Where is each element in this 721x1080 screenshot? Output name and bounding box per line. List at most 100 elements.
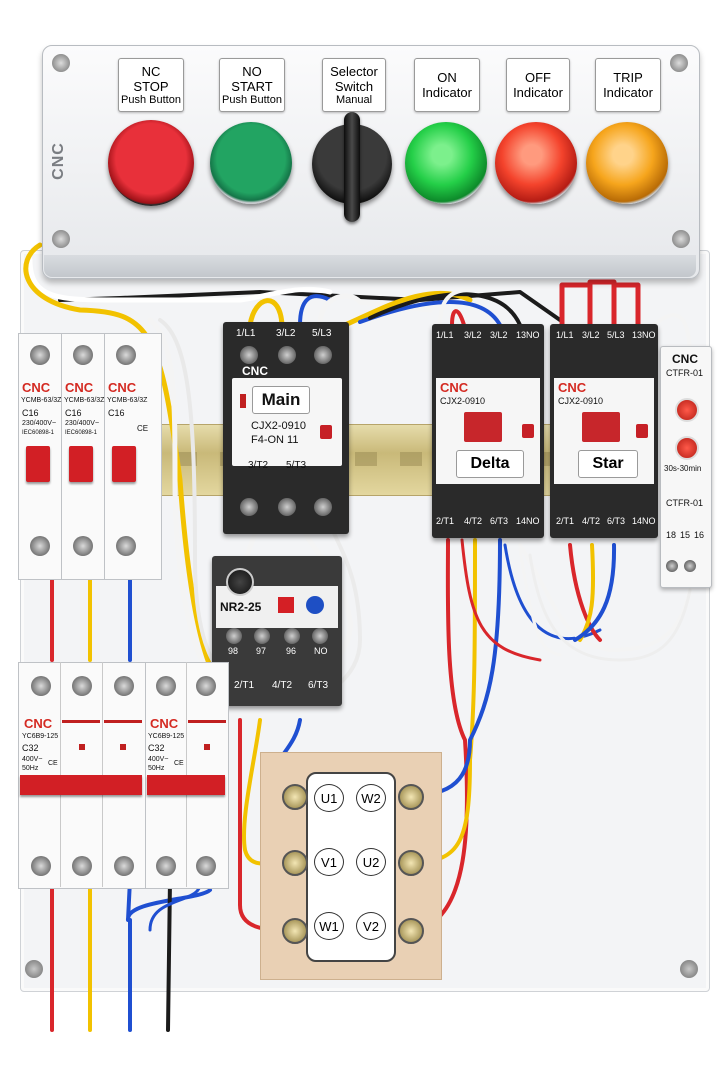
wire-blue	[126, 878, 212, 922]
timer-model-bottom: CTFR-01	[666, 498, 704, 508]
wire-red	[611, 282, 641, 328]
label-stop-push-button: NC STOP Push Button	[118, 58, 184, 112]
mcb-spec: 230/400V~	[22, 420, 57, 427]
timer-brand: CNC	[672, 352, 698, 366]
terminal-screw	[254, 628, 270, 644]
main-contactor-indicator	[240, 394, 246, 408]
mcb-toggle[interactable]	[69, 446, 93, 482]
terminal-screw	[156, 676, 176, 696]
terminal-label: 97	[256, 646, 267, 656]
terminal-label: 3/L2	[464, 330, 482, 340]
wire-yellow	[247, 298, 285, 328]
mcb-bottom-divider	[186, 662, 187, 887]
mcb-red-band	[188, 720, 226, 723]
mcb-toggle[interactable]	[112, 446, 136, 482]
start-push-button[interactable]	[210, 122, 292, 204]
wire-white	[317, 293, 433, 328]
mcb-toggle[interactable]	[26, 446, 50, 482]
terminal-label: 6/T3	[607, 516, 626, 526]
star-contactor-aux-button[interactable]	[636, 424, 648, 438]
mcb-brand: CNC	[65, 380, 94, 395]
main-contactor-name-plate: Main	[252, 386, 310, 414]
label-line: Indicator	[422, 85, 472, 100]
terminal-label: 2/T1	[436, 516, 455, 526]
mcb-ce-mark: CE	[174, 760, 184, 767]
motor-terminal-label: U2	[356, 848, 386, 876]
mcb-model: YC6B9-125	[22, 733, 59, 740]
mcb-toggle[interactable]	[20, 775, 142, 795]
label-line: Push Button	[121, 93, 181, 106]
terminal-screw	[72, 676, 92, 696]
mcb-std: IEC60898-1	[22, 430, 55, 436]
terminal-stud-v1	[282, 850, 308, 876]
terminal-label: 98	[228, 646, 239, 656]
off-indicator	[495, 122, 577, 204]
wire-blue	[503, 543, 602, 641]
motor-terminal-label: V1	[314, 848, 344, 876]
timer-model: CTFR-01	[666, 368, 704, 378]
terminal-screw	[114, 676, 134, 696]
terminal-label: 96	[286, 646, 297, 656]
terminal-label: 2/T1	[234, 680, 255, 691]
mcb-indicator	[204, 744, 210, 750]
overload-test-button[interactable]	[306, 596, 324, 614]
terminal-label: 5/L3	[312, 328, 332, 339]
terminal-label: 14NO	[632, 516, 656, 526]
terminal-screw	[226, 628, 242, 644]
mcb-rating: C32	[22, 743, 39, 753]
overload-reset-button[interactable]	[278, 597, 294, 613]
label-line: STOP	[133, 78, 169, 94]
timer-terminal-label: 18	[666, 530, 677, 540]
mcb-toggle[interactable]	[147, 775, 225, 795]
mcb-bottom-divider	[60, 662, 61, 887]
motor-terminal-label: W1	[314, 912, 344, 940]
delta-contactor-window	[464, 412, 502, 442]
terminal-screw	[312, 628, 328, 644]
terminal-label: 1/L1	[556, 330, 574, 340]
main-contactor-aux-button[interactable]	[320, 425, 332, 439]
wire-red	[413, 538, 470, 932]
mcb-red-band	[104, 720, 142, 723]
box-screw-tl	[52, 54, 70, 72]
mcb-rating: C16	[65, 408, 82, 418]
mcb-spec: 400V~	[22, 756, 43, 763]
timer-range: 30s-30min	[664, 464, 702, 473]
wire-black	[368, 292, 522, 327]
wire-white	[518, 543, 692, 652]
wire-blue	[573, 543, 617, 642]
stop-push-button[interactable]	[108, 120, 194, 206]
delta-contactor-aux-button[interactable]	[522, 424, 534, 438]
terminal-label: 14NO	[516, 516, 540, 526]
delta-contactor-name-plate: Delta	[456, 450, 524, 478]
terminal-screw	[314, 498, 332, 516]
label-line: NO	[242, 63, 262, 79]
terminal-screw	[278, 498, 296, 516]
terminal-screw	[278, 346, 296, 364]
label-line: Selector	[330, 63, 378, 79]
selector-switch-handle[interactable]	[344, 112, 360, 222]
delta-contactor-model: CJX2-0910	[440, 396, 486, 406]
motor-terminal-label: U1	[314, 784, 344, 812]
star-contactor-model: CJX2-0910	[558, 396, 604, 406]
overload-dial[interactable]	[226, 568, 254, 596]
mcb-rating: C16	[22, 408, 39, 418]
timer-relay	[660, 346, 712, 588]
on-indicator	[405, 122, 487, 204]
main-contactor-model: CJX2-0910	[251, 420, 307, 432]
terminal-screw	[284, 628, 300, 644]
timer-dial-top[interactable]	[675, 398, 699, 422]
wire-black	[166, 878, 172, 1032]
wire-white	[518, 548, 562, 657]
wire-red	[587, 279, 617, 328]
mcb-freq: 50Hz	[148, 765, 165, 772]
timer-dial-bottom[interactable]	[675, 436, 699, 460]
wire-white	[438, 288, 472, 327]
terminal-screw	[666, 560, 678, 572]
main-contactor-brand: CNC	[242, 364, 268, 378]
timer-terminal-label: 16	[694, 530, 705, 540]
label-line: ON	[437, 70, 457, 85]
mcb-rating: C32	[148, 743, 165, 753]
mcb-bottom-divider	[102, 662, 103, 887]
timer-terminal-label: 15	[680, 530, 691, 540]
